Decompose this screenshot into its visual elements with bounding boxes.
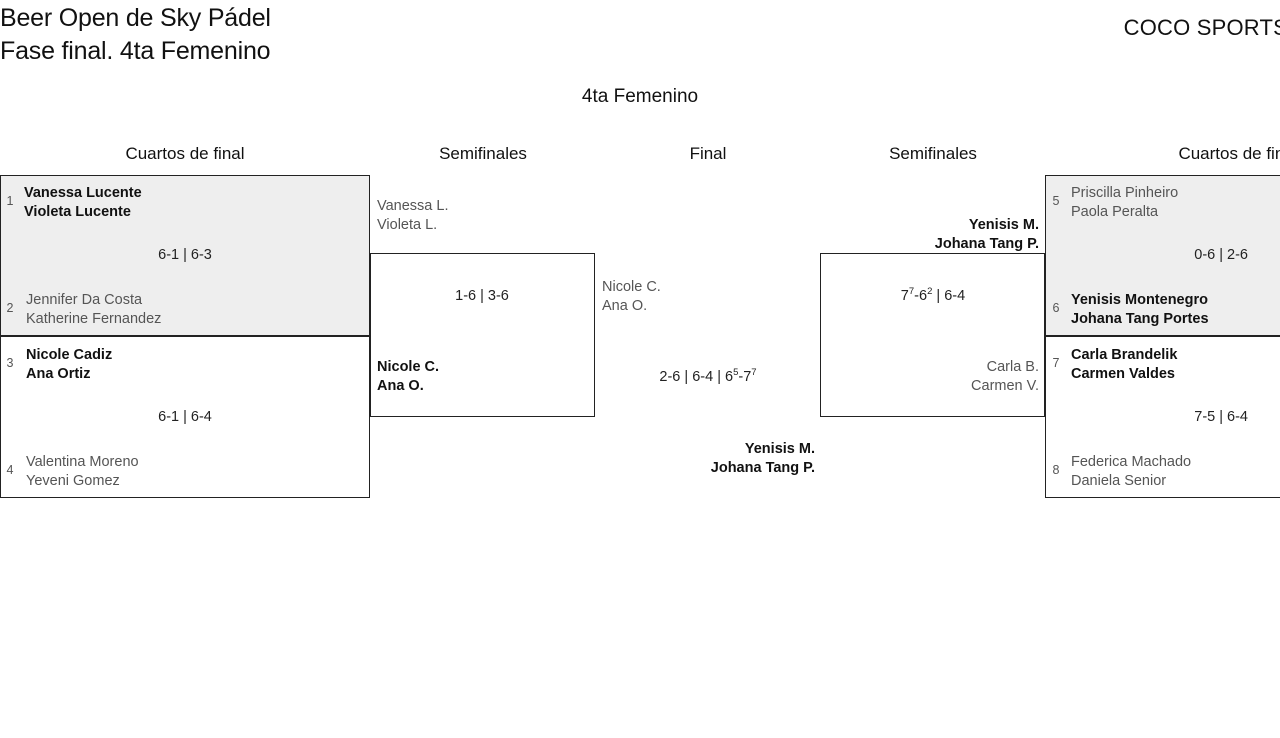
player-name: Ana O. <box>377 378 424 394</box>
match-box-sf-right[interactable] <box>820 253 1045 417</box>
seed-number: 2 <box>6 301 14 315</box>
player-name: Priscilla Pinheiro <box>1071 185 1179 201</box>
round-header-qf-right: Cuartos de final <box>1178 144 1280 163</box>
category-title: 4ta Femenino <box>581 86 699 107</box>
player-name: Johana Tang P. <box>934 236 1039 252</box>
match-box-qf3[interactable] <box>1045 175 1280 336</box>
match-score-sf-right: 77-62 | 6-4 <box>843 287 1023 306</box>
player-name: Carla Brandelik <box>1071 347 1178 363</box>
final-score-set3-left: 6 <box>725 369 734 385</box>
final-score-set3-right: 7 <box>743 369 752 385</box>
tiebreak-superscript: 7 <box>908 286 915 298</box>
match-score-final: 2-6 | 6-4 | 65-77 <box>608 368 808 387</box>
round-header-sf-right: Semifinales <box>889 144 977 163</box>
team-entry[interactable]: Vanessa Lucente Violeta Lucente <box>24 184 142 222</box>
player-name: Nicole Cadiz <box>26 347 113 363</box>
player-name: Daniela Senior <box>1071 473 1167 489</box>
match-box-qf2[interactable] <box>0 336 370 498</box>
round-header-final: Final <box>689 144 727 163</box>
score-dash: - <box>914 288 920 304</box>
team-entry[interactable]: Vanessa L. Violeta L. <box>377 197 448 235</box>
seed-number: 4 <box>6 463 14 477</box>
player-name: Yenisis M. <box>968 217 1039 233</box>
player-name: Katherine Fernandez <box>26 311 162 327</box>
team-entry[interactable]: Nicole Cadiz Ana Ortiz <box>26 346 112 384</box>
tournament-title: Beer Open de Sky Pádel Fase final. 4ta F… <box>0 4 271 65</box>
team-entry[interactable]: Valentina Moreno Yeveni Gomez <box>26 453 139 491</box>
match-box-qf4[interactable] <box>1045 336 1280 498</box>
team-entry[interactable]: Yenisis M. Johana Tang P. <box>845 216 1039 254</box>
match-score: 7-5 | 6-4 <box>1194 409 1248 425</box>
player-name: Carmen Valdes <box>1071 366 1175 382</box>
match-box-qf1[interactable] <box>0 175 370 336</box>
player-name: Ana O. <box>602 298 648 314</box>
round-header-qf-left: Cuartos de final <box>125 144 245 163</box>
score-dash: - <box>738 369 744 385</box>
player-name: Paola Peralta <box>1071 204 1159 220</box>
match-box-sf-left[interactable] <box>370 253 595 417</box>
team-entry[interactable]: Carla Brandelik Carmen Valdes <box>1071 346 1177 384</box>
player-name: Vanessa L. <box>377 198 449 214</box>
tiebreak-superscript: 7 <box>751 367 757 379</box>
team-entry[interactable]: Priscilla Pinheiro Paola Peralta <box>1071 184 1178 222</box>
player-name: Nicole C. <box>377 359 440 375</box>
match-score: 1-6 | 3-6 <box>455 288 509 304</box>
final-score-set1: 2-6 <box>659 369 681 385</box>
seed-number: 5 <box>1052 194 1060 208</box>
player-name: Vanessa Lucente <box>24 185 142 201</box>
final-score-set2: 6-4 <box>692 369 714 385</box>
player-name: Carmen V. <box>971 378 1039 394</box>
team-entry[interactable]: Carla B. Carmen V. <box>845 358 1039 396</box>
player-name: Yeveni Gomez <box>26 473 120 489</box>
player-name: Violeta Lucente <box>24 204 131 220</box>
seed-number: 8 <box>1052 463 1060 477</box>
score-separator: | <box>684 369 693 385</box>
match-score: 0-6 | 2-6 <box>1194 247 1248 263</box>
player-name: Nicole C. <box>602 279 661 295</box>
seed-number: 7 <box>1052 356 1060 370</box>
sf-score-set2: 6-4 <box>944 288 966 304</box>
tiebreak-superscript: 2 <box>927 286 933 298</box>
player-name: Valentina Moreno <box>26 454 139 470</box>
score-separator: | <box>717 369 725 385</box>
tiebreak-superscript: 5 <box>733 367 739 379</box>
player-name: Yenisis Montenegro <box>1071 292 1208 308</box>
seed-number: 6 <box>1052 301 1060 315</box>
brand-logo-text: COCO SPORTS <box>1123 15 1280 40</box>
team-entry[interactable]: Nicole C. Ana O. <box>377 358 439 396</box>
match-score: 6-1 | 6-4 <box>158 409 212 425</box>
player-name: Jennifer Da Costa <box>26 292 143 308</box>
player-name: Federica Machado <box>1071 454 1192 470</box>
player-name: Ana Ortiz <box>26 366 91 382</box>
sf-score-set1-right: 6 <box>919 288 928 304</box>
seed-number: 1 <box>6 194 14 208</box>
team-entry[interactable]: Federica Machado Daniela Senior <box>1071 453 1191 491</box>
champion-entry[interactable]: Yenisis M. Johana Tang P. <box>615 440 815 478</box>
team-entry[interactable]: Jennifer Da Costa Katherine Fernandez <box>26 291 161 329</box>
player-name: Johana Tang Portes <box>1071 311 1209 327</box>
score-separator: | <box>936 288 945 304</box>
player-name: Carla B. <box>986 359 1039 375</box>
round-header-sf-left: Semifinales <box>439 144 527 163</box>
sf-score-set1-left: 7 <box>900 288 909 304</box>
team-entry[interactable]: Nicole C. Ana O. <box>602 278 661 316</box>
team-entry[interactable]: Yenisis Montenegro Johana Tang Portes <box>1071 291 1209 329</box>
match-score: 6-1 | 6-3 <box>158 247 212 263</box>
player-name: Johana Tang P. <box>710 460 815 476</box>
player-name: Yenisis M. <box>744 441 815 457</box>
player-name: Violeta L. <box>377 217 438 233</box>
seed-number: 3 <box>6 356 14 370</box>
